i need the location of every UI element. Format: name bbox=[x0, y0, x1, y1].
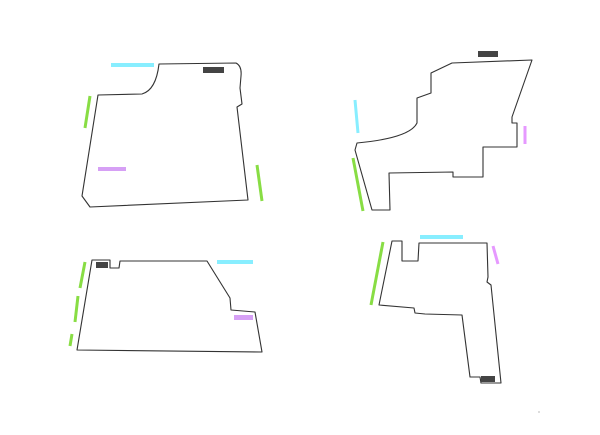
wall-marker bbox=[369, 241, 385, 306]
wall-marker bbox=[83, 95, 92, 129]
window-marker bbox=[234, 315, 253, 320]
door-marker bbox=[481, 376, 495, 382]
room-outline bbox=[354, 59, 533, 211]
window-marker bbox=[111, 63, 154, 67]
window-marker bbox=[420, 235, 463, 239]
wall-marker bbox=[78, 261, 87, 289]
stray-dot bbox=[538, 411, 540, 413]
room-outline bbox=[378, 240, 502, 384]
window-marker bbox=[98, 167, 126, 171]
room-outline bbox=[81, 62, 249, 208]
wall-marker bbox=[351, 157, 365, 212]
door-marker bbox=[203, 67, 224, 73]
wall-marker bbox=[255, 164, 264, 202]
floor-plan-1 bbox=[81, 62, 264, 208]
window-marker bbox=[217, 260, 253, 264]
floor-plan-4 bbox=[369, 235, 502, 384]
floor-plan-3 bbox=[68, 259, 263, 353]
door-marker bbox=[478, 51, 498, 57]
wall-marker bbox=[73, 295, 80, 323]
window-marker bbox=[491, 245, 500, 265]
window-marker bbox=[353, 99, 360, 134]
wall-marker bbox=[68, 333, 74, 347]
door-marker bbox=[96, 262, 108, 268]
floor-plan-2 bbox=[351, 51, 533, 212]
room-outline bbox=[76, 259, 263, 353]
